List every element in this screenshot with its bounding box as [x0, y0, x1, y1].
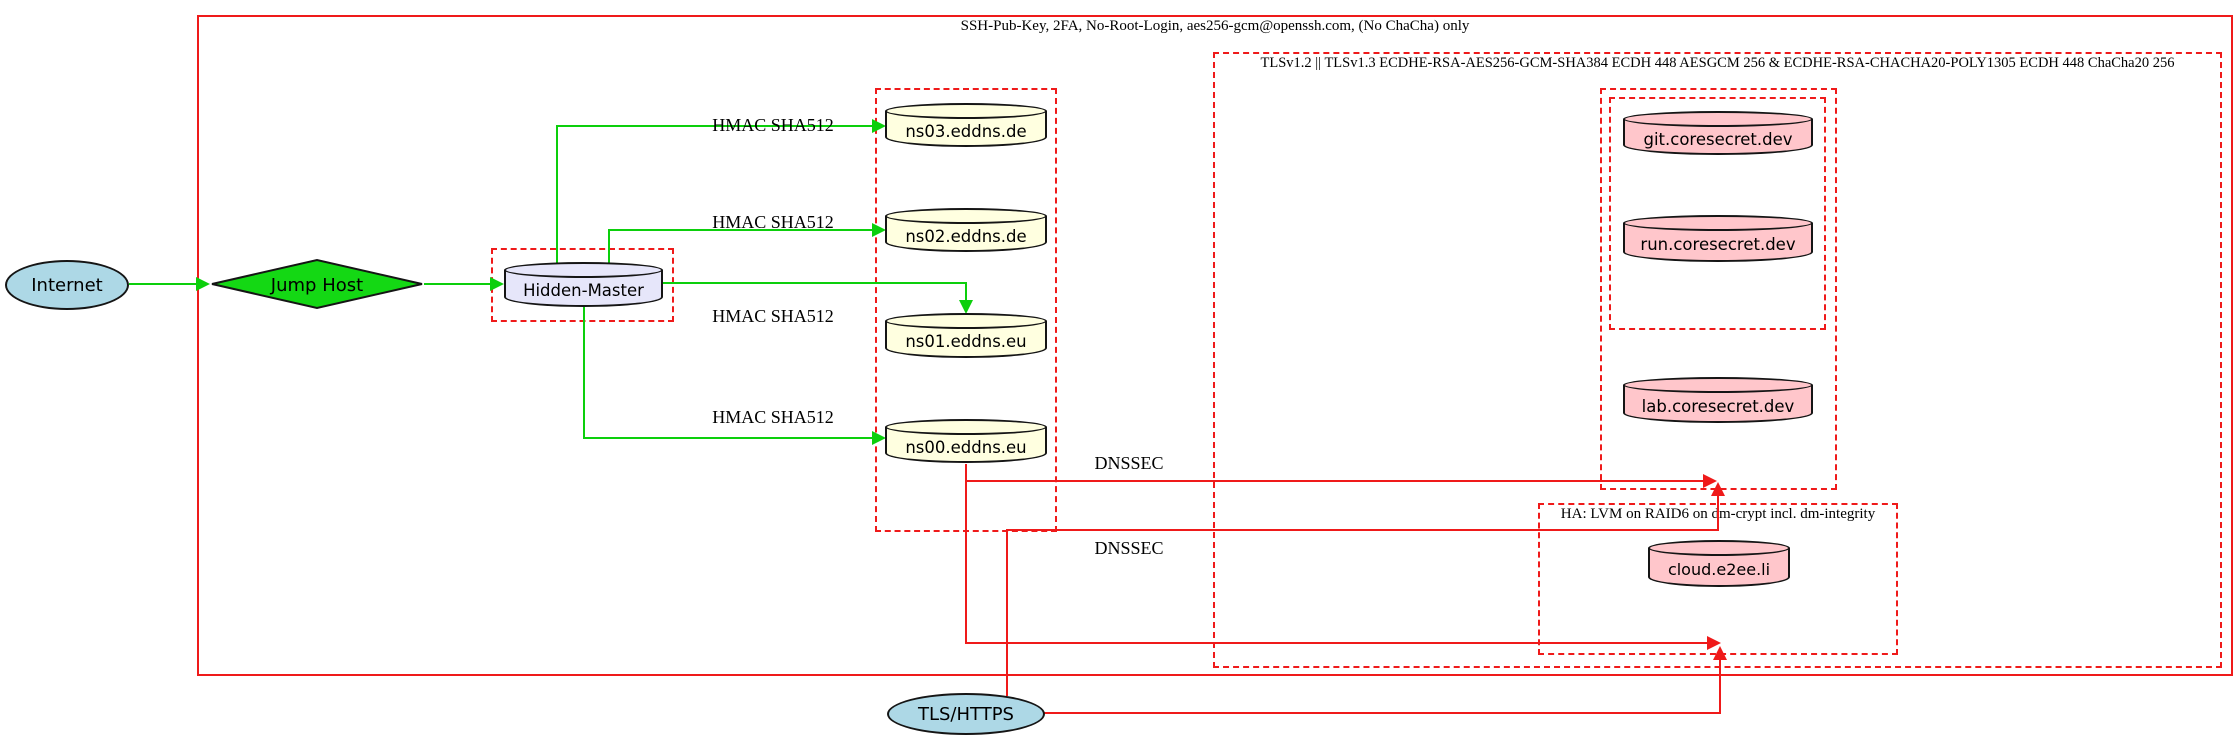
edge-dnssec1-horizontal — [965, 480, 1703, 482]
edge-label-hmac-ns02: HMAC SHA512 — [712, 212, 834, 232]
ns03-label: ns03.eddns.de — [905, 121, 1027, 141]
ns02-label: ns02.eddns.de — [905, 226, 1027, 246]
edge-label-hmac-ns03: HMAC SHA512 — [712, 115, 834, 135]
cylinder-top — [885, 419, 1047, 435]
tls-https-label: TLS/HTTPS — [917, 703, 1014, 725]
edge-hm-ns03-horizontal — [556, 125, 872, 127]
cluster-ssh-label: SSH-Pub-Key, 2FA, No-Root-Login, aes256-… — [960, 18, 1470, 34]
ns00-label: ns00.eddns.eu — [905, 437, 1027, 457]
cylinder-top — [1623, 215, 1813, 231]
ns03-node: ns03.eddns.de — [885, 103, 1047, 147]
edge-dnssec-stem — [965, 464, 967, 644]
cylinder-top — [1623, 377, 1813, 393]
edge-hm-ns01-horizontal — [663, 282, 967, 284]
arrowhead-ns02 — [872, 223, 886, 237]
edge-hm-ns02-vertical — [608, 230, 610, 264]
internet-node-label: Internet — [31, 274, 103, 296]
jump-host-node: Jump Host — [211, 258, 423, 310]
arrowhead-tls-ha — [1713, 646, 1727, 660]
cylinder-top — [504, 262, 663, 278]
edge-hm-ns00-horizontal — [583, 437, 872, 439]
ns00-node: ns00.eddns.eu — [885, 419, 1047, 463]
cluster-tls-label: TLSv1.2 || TLSv1.3 ECDHE-RSA-AES256-GCM-… — [1260, 55, 2175, 71]
arrowhead-hiddenmaster — [490, 277, 504, 291]
jump-host-label: Jump Host — [270, 275, 363, 296]
cylinder-top — [885, 313, 1047, 329]
edge-tls-ha-vertical — [1719, 659, 1721, 714]
run-label: run.coresecret.dev — [1640, 235, 1796, 254]
edge-label-dnssec2: DNSSEC — [1094, 538, 1164, 558]
edge-hm-ns02-horizontal — [608, 229, 872, 231]
arrowhead-tls-coresecret — [1711, 482, 1725, 496]
edge-label-hmac-ns00: HMAC SHA512 — [712, 407, 834, 427]
git-label: git.coresecret.dev — [1643, 129, 1793, 149]
hidden-master-node: Hidden-Master — [504, 262, 663, 307]
edge-label-dnssec1: DNSSEC — [1094, 453, 1164, 473]
arrowhead-jumphost — [196, 277, 210, 291]
cylinder-top — [1623, 111, 1813, 127]
edge-hm-ns00-vertical — [583, 307, 585, 438]
ns01-node: ns01.eddns.eu — [885, 313, 1047, 358]
run-node: run.coresecret.dev — [1623, 215, 1813, 262]
edge-hm-ns01-vertical — [965, 282, 967, 302]
cluster-tls-box — [1213, 52, 2222, 668]
edge-label-hmac-ns01: HMAC SHA512 — [712, 306, 834, 326]
internet-node: Internet — [5, 260, 129, 310]
tls-https-node: TLS/HTTPS — [887, 693, 1045, 735]
edge-tls-coresecret-horizontal — [1006, 529, 1719, 531]
jump-host-diamond — [211, 258, 423, 310]
git-node: git.coresecret.dev — [1623, 111, 1813, 155]
cluster-gitrun-box — [1609, 97, 1826, 330]
edge-hm-ns03-vertical — [556, 126, 558, 264]
edge-jumphost-hiddenmaster — [424, 283, 492, 285]
cluster-ssh-box — [197, 15, 2233, 676]
edge-tls-ha-horizontal — [1044, 712, 1721, 714]
edge-tls-coresecret-vertical2 — [1717, 495, 1719, 531]
cylinder-top — [1648, 540, 1790, 556]
cylinder-top — [885, 103, 1047, 119]
edge-tls-coresecret-vertical1 — [1006, 530, 1008, 696]
arrowhead-ns03 — [872, 119, 886, 133]
ns01-label: ns01.eddns.eu — [905, 332, 1027, 351]
arrowhead-ns00 — [872, 431, 886, 445]
lab-label: lab.coresecret.dev — [1641, 396, 1795, 416]
edge-dnssec2-horizontal — [965, 642, 1707, 644]
hidden-master-label: Hidden-Master — [523, 281, 644, 300]
cloud-node: cloud.e2ee.li — [1648, 540, 1790, 587]
arrowhead-ns01 — [959, 300, 973, 314]
ns02-node: ns02.eddns.de — [885, 208, 1047, 252]
cloud-label: cloud.e2ee.li — [1667, 560, 1771, 579]
cylinder-top — [885, 208, 1047, 224]
lab-node: lab.coresecret.dev — [1623, 377, 1813, 423]
edge-internet-jumphost — [129, 283, 198, 285]
